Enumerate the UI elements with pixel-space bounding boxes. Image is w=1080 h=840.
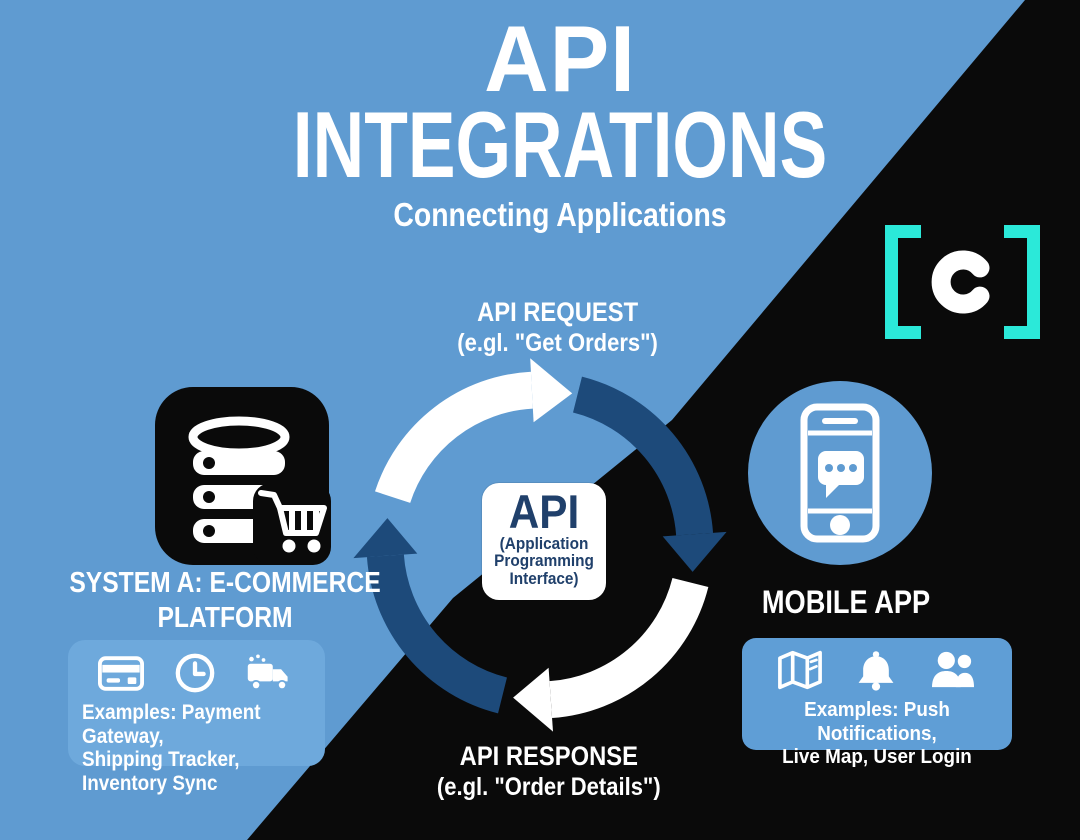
credit-card-icon	[98, 655, 144, 691]
delivery-truck-icon	[247, 654, 288, 691]
system-a-title-line1: SYSTEM A: E-COMMERCE	[69, 567, 381, 599]
mobile-app-title: MOBILE APP	[761, 584, 931, 620]
api-request-example: (e.gl. "Get Orders")	[457, 328, 658, 357]
api-response-label: API RESPONSE (e.gl. "Order Details")	[65, 741, 1015, 802]
database-shopping-cart-icon	[155, 387, 331, 565]
mobile-app-example-line2: Live Map, User Login	[782, 745, 972, 769]
mobile-app-examples-box: Examples: Push Notifications, Live Map, …	[742, 638, 1012, 768]
api-acronym: API	[508, 485, 580, 538]
circular-arrows-cycle-icon	[353, 358, 727, 732]
system-a-icon-row	[68, 640, 325, 694]
system-a-examples-text: Examples: Payment Gateway, Shipping Trac…	[82, 701, 301, 795]
logo-right-bracket-icon	[1004, 225, 1040, 339]
api-expansion-line1: (Application	[499, 534, 589, 553]
api-expansion-line3: Interface)	[509, 569, 579, 588]
mobile-app-examples-text: Examples: Push Notifications, Live Map, …	[753, 698, 1001, 769]
black-diagonal-half	[247, 0, 1080, 840]
system-a-title: SYSTEM A: E-COMMERCE PLATFORM	[55, 566, 395, 636]
logo-left-bracket-icon	[885, 225, 921, 339]
system-a-example-line3: Inventory Sync	[82, 771, 218, 795]
logo-letter-c-icon	[931, 250, 989, 314]
bell-icon	[858, 651, 894, 691]
clock-icon	[175, 653, 214, 693]
map-icon	[778, 650, 822, 690]
system-a-title-line2: PLATFORM	[157, 601, 293, 634]
page-title-line2: INTEGRATIONS	[292, 92, 828, 197]
header: API INTEGRATIONS Connecting Applications	[0, 12, 1080, 234]
api-request-label: API REQUEST (e.gl. "Get Orders")	[65, 297, 1015, 358]
system-a-example-line2: Shipping Tracker,	[82, 748, 240, 772]
users-icon	[932, 651, 974, 688]
api-expansion-line2: Programming	[494, 552, 594, 571]
system-a-example-line1: Examples: Payment Gateway,	[82, 701, 261, 748]
page-title-line1: API	[484, 6, 636, 111]
system-a-examples-box: Examples: Payment Gateway, Shipping Trac…	[68, 640, 325, 795]
api-response-example: (e.gl. "Order Details")	[436, 772, 661, 801]
api-center-box: API (Application Programming Interface)	[482, 483, 606, 600]
mobile-app-example-line1: Examples: Push Notifications,	[804, 698, 950, 745]
smartphone-chat-icon	[748, 381, 932, 565]
brand-logo	[885, 225, 1040, 339]
api-response-title: API RESPONSE	[459, 741, 638, 771]
api-request-title: API REQUEST	[477, 297, 639, 327]
page-subtitle: Connecting Applications	[393, 196, 727, 234]
mobile-app-icon-row	[742, 638, 1012, 692]
